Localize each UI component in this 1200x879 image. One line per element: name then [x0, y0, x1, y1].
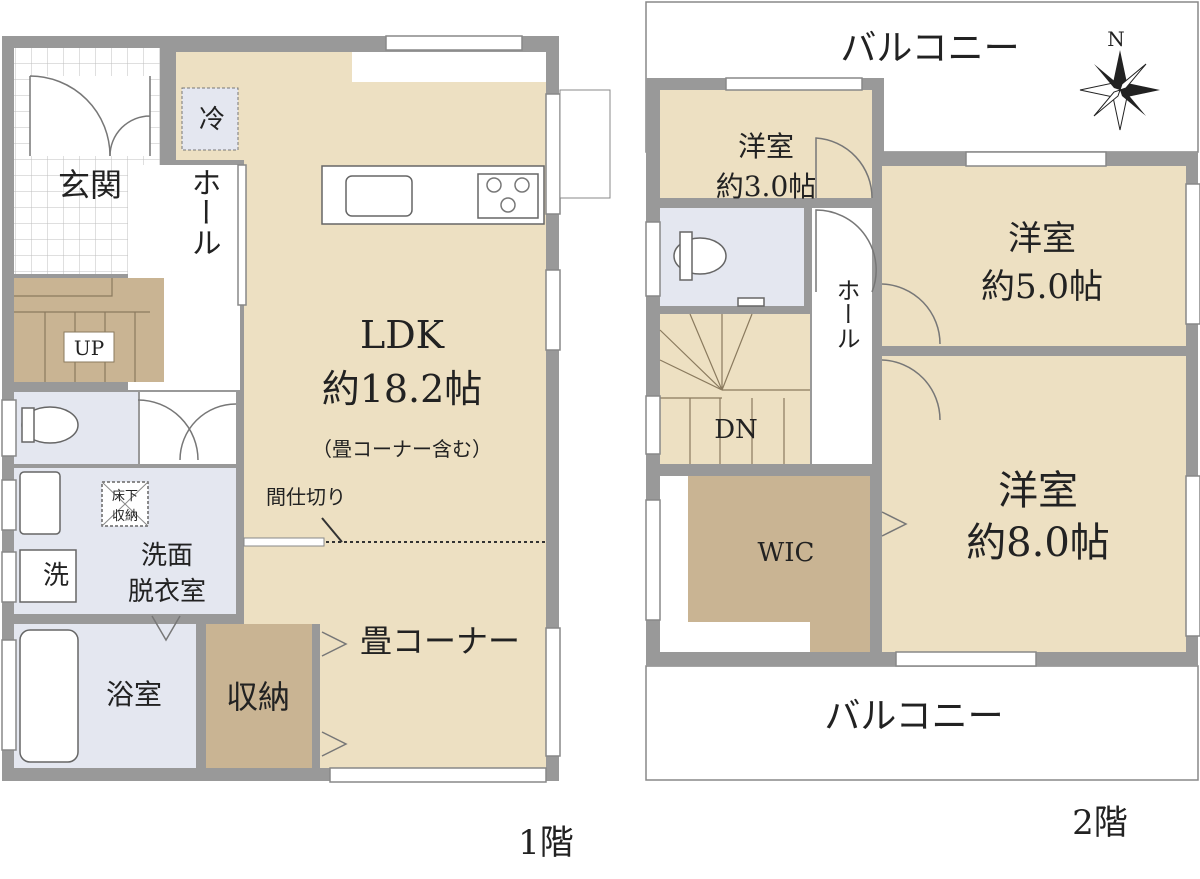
- window: [645, 499, 661, 621]
- window: [545, 627, 561, 757]
- fridge-icon: [181, 87, 239, 151]
- wic-door: [881, 511, 908, 537]
- window: [1185, 475, 1200, 637]
- window: [329, 767, 547, 783]
- kitchen-back-counter: [352, 52, 546, 82]
- window: [1, 479, 17, 531]
- window: [385, 35, 523, 51]
- washroom-label: 洗面: [141, 541, 193, 571]
- toilet-tank-icon: [679, 231, 693, 281]
- tatami-door: [321, 731, 348, 757]
- wic-recess: [660, 622, 810, 652]
- stairs-up-label: UP: [74, 336, 104, 360]
- compass-icon: [1079, 50, 1160, 131]
- partition-wall: [243, 537, 325, 547]
- hall-label: ホール: [186, 167, 221, 257]
- room-5jo-name: 洋室: [1008, 219, 1076, 259]
- sink-icon: [345, 175, 413, 217]
- window: [965, 151, 1107, 167]
- ldk-floor: [176, 52, 546, 768]
- floor2-caption: 2階: [1072, 803, 1128, 843]
- entrance-door: [109, 76, 151, 157]
- washbasin-icon: [19, 471, 61, 535]
- hall2-floor: [812, 208, 872, 464]
- floor2-plan: N バルコニー バルコニー 洋室 約3.0帖 洋室 約5.0帖 洋室 約8.0帖…: [645, 1, 1200, 843]
- room-5jo-door: [881, 283, 941, 345]
- storage-label: 収納: [226, 678, 290, 716]
- entrance-porch: [30, 76, 150, 156]
- room-8jo: [882, 356, 1186, 652]
- window: [725, 77, 863, 91]
- bathtub-icon: [19, 629, 79, 763]
- balcony-top-label: バルコニー: [840, 28, 1019, 69]
- underfloor-label: 収納: [112, 509, 138, 524]
- toilet-shelf-icon: [737, 297, 765, 307]
- washroom-label: 脱衣室: [128, 577, 206, 607]
- bath-label: 浴室: [106, 678, 162, 711]
- window: [1185, 183, 1200, 325]
- closet-door: [179, 403, 237, 461]
- room-3jo: [660, 90, 872, 198]
- ldk-size-label: 約18.2帖: [322, 367, 483, 411]
- tatami-label: 畳コーナー: [360, 622, 520, 660]
- fridge-label: 冷: [199, 105, 225, 135]
- entrance-door: [29, 75, 111, 157]
- room-8jo-size: 約8.0帖: [966, 520, 1110, 566]
- floor1-plan: 玄関 ホール UP 冷 LDK 約18.2帖 （畳コーナー含む） 間仕切り 床下…: [1, 35, 611, 863]
- window: [645, 395, 661, 455]
- window: [545, 93, 561, 215]
- toilet-tank-icon: [21, 407, 35, 443]
- ldk-name-label: LDK: [360, 313, 445, 357]
- entrance-label: 玄関: [58, 166, 122, 204]
- stairs-down-label: DN: [714, 415, 758, 445]
- window: [895, 651, 1037, 667]
- toilet-door: [137, 399, 199, 461]
- window: [1, 399, 17, 457]
- floor1-caption: 1階: [518, 823, 574, 863]
- hall2-label: ホール: [832, 278, 860, 350]
- window: [1, 551, 17, 603]
- window: [1, 639, 17, 751]
- outdoor-unit: [559, 89, 611, 199]
- room-3jo-door: [815, 137, 873, 199]
- window: [645, 221, 661, 297]
- washer-label: 洗: [43, 561, 69, 591]
- stairs2-area: [660, 314, 810, 464]
- compass-north-label: N: [1107, 27, 1125, 51]
- stairs-area: [14, 278, 164, 382]
- ldk-note-label: （畳コーナー含む）: [312, 437, 492, 461]
- wic-label: WIC: [758, 538, 815, 568]
- balcony-bottom: [645, 665, 1199, 781]
- storage-room: [206, 624, 312, 768]
- balcony-bottom-label: バルコニー: [824, 696, 1003, 737]
- washer-icon: [19, 549, 77, 603]
- partition-label: 間仕切り: [266, 485, 346, 509]
- room-3jo-name: 洋室: [738, 130, 794, 163]
- window: [237, 164, 247, 306]
- underfloor-label: 床下: [112, 489, 138, 504]
- room-8jo-name: 洋室: [998, 468, 1078, 514]
- room-3jo-size: 約3.0帖: [716, 170, 817, 203]
- hall-closet: [140, 392, 236, 464]
- toilet2-door: [815, 209, 877, 293]
- tatami-door: [321, 631, 348, 657]
- bath-door: [151, 615, 181, 642]
- room-8jo-door: [881, 359, 941, 421]
- window: [545, 269, 561, 351]
- room-5jo-size: 約5.0帖: [981, 267, 1103, 307]
